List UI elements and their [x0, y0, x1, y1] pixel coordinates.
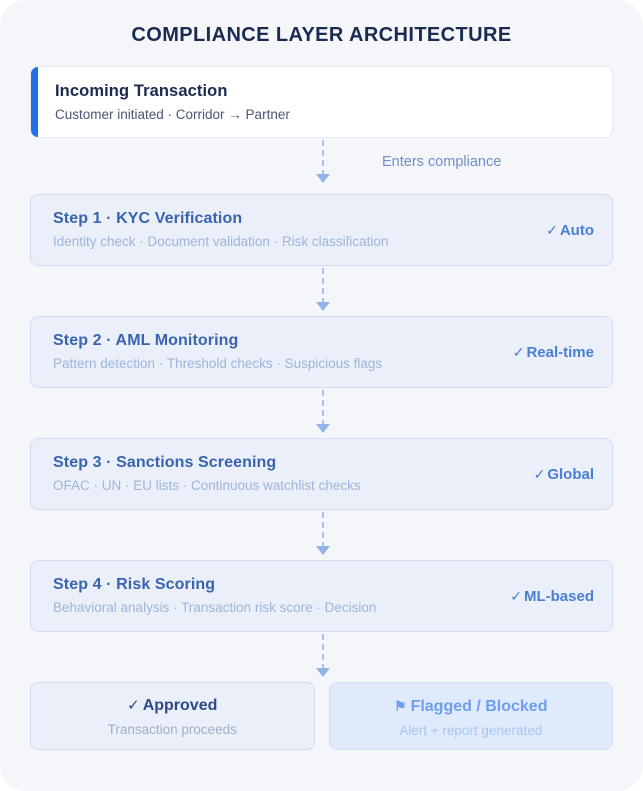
arrow-down-icon: [316, 174, 330, 183]
outcome-approved-title: ✓Approved: [31, 695, 314, 717]
step-2-badge: ✓Real-time: [499, 342, 594, 363]
flag-icon: ⚑: [394, 698, 407, 714]
flow-container: Incoming Transaction Customer initiated …: [30, 66, 613, 750]
step-4-badge-label: ML-based: [523, 587, 594, 605]
accent-bar: [31, 67, 38, 137]
step-4-subtitle: Behavioral analysis · Transaction risk s…: [53, 600, 377, 615]
check-icon: ✓: [533, 465, 546, 482]
step-1-text: Step 1 · KYC Verification Identity check…: [53, 208, 532, 252]
incoming-transaction-subtitle: Customer initiated · Corridor → Partner: [55, 107, 290, 122]
outcome-row: ✓Approved Transaction proceeds ⚑Flagged …: [30, 682, 613, 750]
step-card-2: Step 2 · AML Monitoring Pattern detectio…: [30, 316, 613, 388]
check-icon: ✓: [510, 587, 522, 604]
step-1-badge: ✓Auto: [532, 220, 594, 241]
connector-step4-to-outcomes: [30, 632, 613, 682]
step-3-title: Step 3 · Sanctions Screening: [53, 454, 277, 471]
outcome-card-flagged: ⚑Flagged / Blocked Alert + report genera…: [328, 682, 613, 750]
check-icon: ✓: [512, 343, 525, 360]
connector-step3-to-step4: [30, 510, 613, 560]
outcome-flagged-label: Flagged / Blocked: [410, 698, 548, 715]
step-2-title: Step 2 · AML Monitoring: [53, 332, 239, 349]
connector-intake-to-step1: Enters compliance: [30, 138, 613, 194]
step-4-title: Step 4 · Risk Scoring: [53, 576, 216, 593]
arrow-down-icon: [316, 302, 330, 311]
step-3-text: Step 3 · Sanctions Screening OFAC · UN ·…: [53, 452, 520, 496]
outcome-card-approved: ✓Approved Transaction proceeds: [30, 682, 315, 750]
outcome-flagged-title: ⚑Flagged / Blocked: [330, 695, 613, 718]
step-card-1: Step 1 · KYC Verification Identity check…: [30, 194, 613, 266]
check-icon: ✓: [127, 697, 140, 714]
outcome-approved-label: Approved: [142, 697, 218, 714]
step-card-3: Step 3 · Sanctions Screening OFAC · UN ·…: [30, 438, 613, 510]
step-2-subtitle: Pattern detection · Threshold checks · S…: [53, 356, 383, 371]
incoming-transaction-card: Incoming Transaction Customer initiated …: [30, 66, 613, 138]
page-title: COMPLIANCE LAYER ARCHITECTURE: [131, 24, 512, 46]
step-card-4: Step 4 · Risk Scoring Behavioral analysi…: [30, 560, 613, 632]
connector-line: [322, 268, 324, 304]
connector-line: [322, 512, 324, 548]
outcome-flagged-subtitle: Alert + report generated: [399, 723, 543, 738]
step-2-text: Step 2 · AML Monitoring Pattern detectio…: [53, 330, 499, 374]
arrow-down-icon: [316, 424, 330, 433]
step-3-badge-label: Global: [547, 465, 594, 483]
connector-step1-to-step2: [30, 266, 613, 316]
incoming-transaction-title: Incoming Transaction: [55, 82, 228, 100]
connector-line: [322, 140, 324, 176]
outcome-approved-subtitle: Transaction proceeds: [107, 722, 237, 737]
step-1-badge-label: Auto: [559, 221, 594, 239]
arrow-down-icon: [316, 546, 330, 555]
step-3-badge: ✓Global: [520, 464, 594, 485]
connector-line: [322, 390, 324, 426]
step-3-subtitle: OFAC · UN · EU lists · Continuous watchl…: [53, 478, 361, 493]
arrow-down-icon: [316, 668, 330, 677]
connector-label: Enters compliance: [382, 154, 502, 170]
connector-step2-to-step3: [30, 388, 613, 438]
connector-line: [322, 634, 324, 670]
step-1-subtitle: Identity check · Document validation · R…: [53, 234, 389, 249]
step-1-title: Step 1 · KYC Verification: [53, 210, 243, 227]
step-4-badge: ✓ML-based: [496, 586, 594, 607]
step-2-badge-label: Real-time: [526, 343, 594, 361]
check-icon: ✓: [546, 221, 558, 238]
step-4-text: Step 4 · Risk Scoring Behavioral analysi…: [53, 574, 496, 618]
